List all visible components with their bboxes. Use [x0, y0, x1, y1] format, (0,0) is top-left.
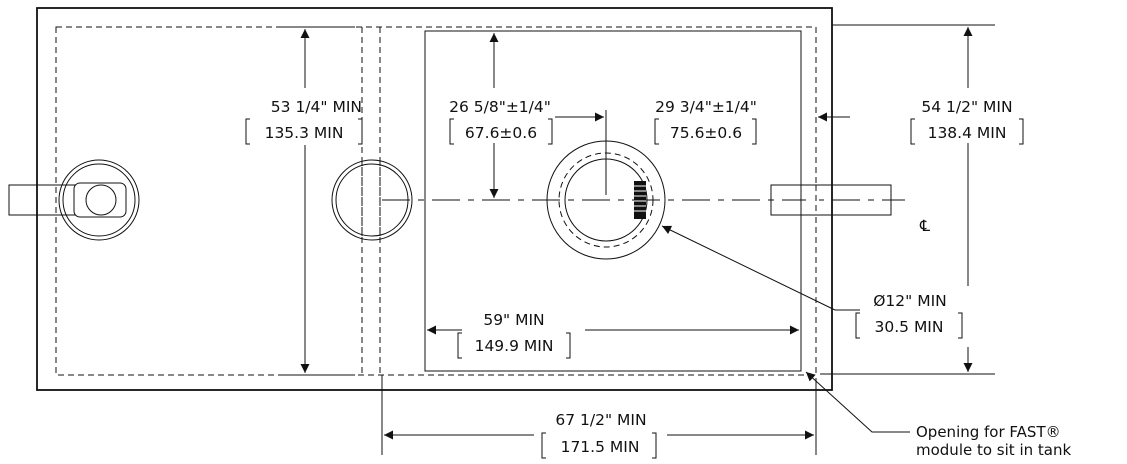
inlet-pipe [8, 159, 140, 241]
dim-right-offset [555, 110, 850, 195]
dim-diameter-brackets [855, 312, 963, 339]
dim-diameter-leader [661, 225, 836, 311]
dim-length-brackets [541, 432, 657, 459]
dim-opening-width-brackets [457, 332, 571, 359]
dim-right-offset-in: 29 3/4"±1/4" [655, 98, 757, 116]
dim-height-left-brackets [245, 118, 363, 145]
outlet-pipe [770, 184, 892, 216]
dim-inlet-offset-in: 26 5/8"±1/4" [449, 98, 551, 116]
dim-height-left-cm: 135.3 MIN [265, 124, 344, 142]
dim-height-left-in: 53 1/4" MIN [271, 98, 362, 116]
callout-line-2: module to sit in tank [916, 441, 1071, 459]
centerline-symbol: ℄ [919, 217, 930, 235]
dim-right-offset-brackets [654, 118, 757, 145]
dim-opening-width-in: 59" MIN [483, 311, 544, 329]
dim-inlet-offset-brackets [449, 118, 553, 145]
callout-leader [805, 371, 910, 433]
dim-height-right-in: 54 1/2" MIN [921, 98, 1012, 116]
tank-outline [36, 7, 833, 391]
dim-length [381, 375, 817, 455]
dim-length-cm: 171.5 MIN [561, 438, 640, 456]
dim-diameter-cm: 30.5 MIN [875, 318, 944, 336]
dim-length-in: 67 1/2" MIN [555, 411, 646, 429]
dim-opening-width-cm: 149.9 MIN [475, 337, 554, 355]
riser-clamp [634, 181, 646, 219]
dim-inlet-offset-cm: 67.6±0.6 [465, 124, 537, 142]
dim-right-offset-cm: 75.6±0.6 [670, 124, 742, 142]
dim-height-right-brackets [910, 118, 1024, 145]
dim-height-left [282, 26, 355, 376]
baffle-wall [361, 27, 381, 375]
module-opening [424, 30, 802, 372]
callout-line-1: Opening for FAST® [916, 423, 1061, 441]
tank-inner-wall [55, 26, 817, 376]
middle-riser [331, 159, 413, 241]
dim-height-right [820, 24, 995, 375]
dim-height-right-cm: 138.4 MIN [928, 124, 1007, 142]
dim-diameter-in: Ø12" MIN [873, 292, 947, 310]
